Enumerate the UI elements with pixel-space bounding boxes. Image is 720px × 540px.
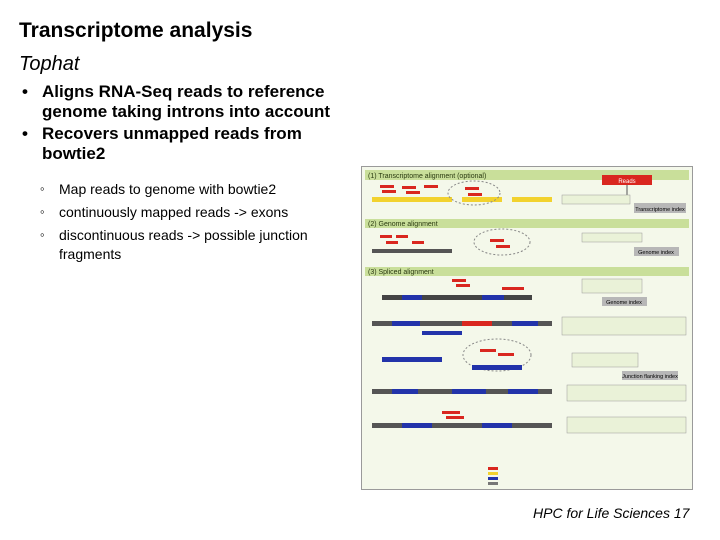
spliced-row — [372, 389, 552, 394]
sub-bullet-item: ◦ continuously mapped reads -> exons — [40, 203, 358, 222]
section-bar — [365, 219, 689, 228]
sub-bullet-list: ◦ Map reads to genome with bowtie2 ◦ con… — [40, 180, 358, 268]
circle-bullet-icon: ◦ — [40, 204, 45, 219]
process-box — [581, 278, 643, 294]
unmapped-cluster — [473, 228, 531, 256]
reads-box — [602, 175, 652, 185]
genome-index-label: Genome index — [606, 300, 642, 306]
pipeline-diagram: (1) Transcriptome alignment (optional) (… — [365, 170, 689, 485]
slide-subtitle: Tophat — [19, 53, 80, 75]
bullet-item: • Aligns RNA-Seq reads to reference geno… — [22, 82, 362, 122]
process-box — [561, 316, 687, 336]
bullet-text: Recovers unmapped reads from bowtie2 — [42, 124, 302, 163]
section-label: (2) Genome alignment — [368, 221, 438, 228]
legend — [488, 467, 498, 485]
process-box — [581, 232, 643, 243]
slide-title: Transcriptome analysis — [19, 19, 253, 42]
genome-index-box — [634, 247, 679, 256]
process-box — [566, 384, 687, 402]
read — [468, 193, 482, 196]
spliced-row — [382, 279, 532, 300]
sub-bullet-text: discontinuous reads -> possible junction… — [59, 227, 308, 262]
slide-footer: HPC for Life Sciences 17 — [533, 505, 690, 521]
tophat-pipeline-figure: (1) Transcriptome alignment (optional) (… — [361, 166, 693, 490]
genome-index-label: Genome index — [638, 250, 674, 256]
spliced-row — [372, 321, 552, 335]
spliced-row — [372, 411, 552, 428]
sub-bullet-item: ◦ Map reads to genome with bowtie2 — [40, 180, 358, 199]
section-label: (3) Spliced alignment — [368, 269, 434, 276]
bullet-item: • Recovers unmapped reads from bowtie2 — [22, 124, 362, 164]
bullet-dot-icon: • — [22, 82, 28, 101]
process-box — [566, 416, 687, 434]
spliced-row — [382, 338, 532, 372]
main-bullet-list: • Aligns RNA-Seq reads to reference geno… — [22, 82, 362, 166]
circle-bullet-icon: ◦ — [40, 227, 45, 242]
transcriptome-index-label: Transcriptome index — [635, 207, 685, 213]
process-box — [561, 194, 631, 205]
section-bar — [365, 267, 689, 276]
read — [490, 239, 504, 242]
bullet-text: Aligns RNA-Seq reads to reference genome… — [42, 82, 331, 121]
read — [465, 187, 479, 190]
sub-bullet-text: Map reads to genome with bowtie2 — [59, 181, 277, 197]
circle-bullet-icon: ◦ — [40, 181, 45, 196]
unmapped-cluster — [447, 180, 501, 206]
section-bar — [365, 170, 689, 180]
junction-index-label: Junction flanking index — [622, 374, 678, 380]
process-box — [571, 352, 639, 368]
genome-reads — [372, 235, 452, 253]
transcriptome-index-box — [634, 203, 686, 213]
junction-index-box — [622, 371, 678, 380]
bullet-dot-icon: • — [22, 124, 28, 143]
read — [496, 245, 510, 248]
genome-index-box — [602, 297, 647, 306]
reads-label: Reads — [618, 179, 635, 185]
transcript-reads — [372, 185, 552, 202]
sub-bullet-item: ◦ discontinuous reads -> possible juncti… — [40, 226, 358, 264]
sub-bullet-text: continuously mapped reads -> exons — [59, 204, 289, 220]
section-label: (1) Transcriptome alignment (optional) — [368, 173, 486, 180]
